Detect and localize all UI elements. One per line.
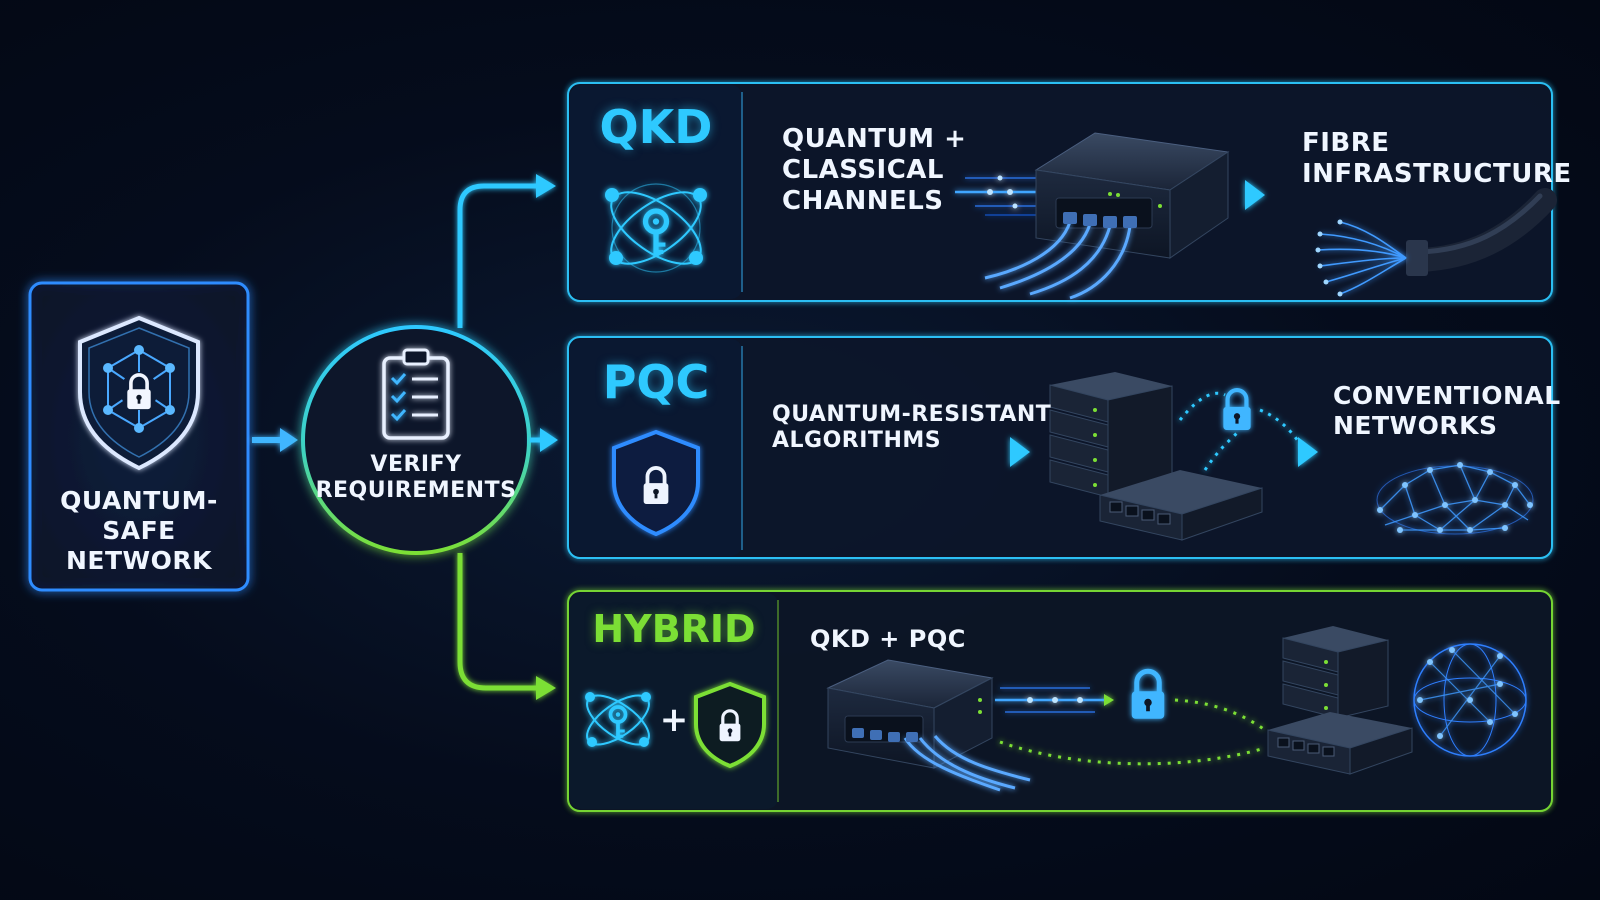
- server-stack-icon: [1267, 626, 1413, 775]
- pqc-panel: [567, 336, 1553, 559]
- arrow-to-servers: [1010, 437, 1030, 467]
- qkd-target-line-1: FIBRE: [1302, 128, 1390, 158]
- shield-lock-icon: [694, 681, 766, 769]
- network-device-icon: [984, 132, 1230, 300]
- server-stack-icon: [1049, 372, 1263, 541]
- shield-lock-icon: [612, 429, 700, 537]
- arrow-to-hybrid: [457, 553, 556, 700]
- pqc-channel-line-1: QUANTUM-RESISTANT: [772, 402, 1052, 427]
- data-stream-lines: [955, 175, 1040, 216]
- qkd-channel-line-1: QUANTUM +: [782, 124, 967, 154]
- qkd-title: QKD: [599, 100, 713, 154]
- arrow-to-qkd: [457, 174, 556, 328]
- network-device-icon: [826, 659, 1031, 792]
- start-label-line-2: NETWORK: [65, 546, 212, 575]
- mesh-network-icon: [1376, 462, 1534, 535]
- qkd-target-line-2: INFRASTRUCTURE: [1302, 159, 1572, 190]
- start-label-line-1: QUANTUM-SAFE: [60, 486, 218, 545]
- qkd-target-label: FIBRE INFRASTRUCTURE: [1302, 128, 1572, 190]
- globe-network-icon: [1413, 643, 1527, 757]
- shield-network-icon: [78, 315, 200, 471]
- arrow-to-verify: [252, 428, 298, 452]
- quantum-safe-network-node: [28, 281, 250, 592]
- clipboard-checklist-icon: [382, 348, 450, 440]
- verify-label-line-1: VERIFY: [370, 452, 462, 477]
- arrow-to-fibre: [1245, 180, 1265, 210]
- arrow-to-pqc: [530, 428, 558, 452]
- start-node-label: QUANTUM-SAFE NETWORK: [30, 486, 248, 576]
- lock-icon: [1178, 390, 1307, 471]
- pqc-target-line-1: CONVENTIONAL: [1333, 381, 1561, 410]
- qkd-channel-label: QUANTUM + CLASSICAL CHANNELS: [782, 124, 966, 218]
- verify-node-label: VERIFY REQUIREMENTS: [305, 452, 527, 505]
- arrow-to-conventional: [1298, 437, 1318, 467]
- hybrid-channel-label: QKD + PQC: [810, 625, 966, 653]
- qkd-channel-line-2: CLASSICAL: [782, 155, 944, 186]
- pqc-target-label: CONVENTIONAL NETWORKS: [1333, 381, 1561, 441]
- hybrid-title: HYBRID: [592, 607, 756, 651]
- qkd-panel: [567, 82, 1557, 302]
- pqc-channel-line-2: ALGORITHMS: [772, 428, 942, 454]
- qkd-channel-line-3: CHANNELS: [782, 186, 944, 217]
- data-stream-lines: [995, 687, 1266, 766]
- pqc-title: PQC: [602, 355, 710, 409]
- hybrid-panel: [567, 590, 1553, 812]
- atom-key-icon: [585, 692, 651, 747]
- atom-key-icon: [605, 183, 707, 273]
- verify-requirements-node: [301, 325, 531, 555]
- pqc-target-line-2: NETWORKS: [1333, 411, 1498, 440]
- hybrid-plus-sign: +: [659, 700, 689, 740]
- verify-label-line-2: REQUIREMENTS: [315, 478, 517, 504]
- pqc-channel-label: QUANTUM-RESISTANT ALGORITHMS: [772, 402, 1051, 455]
- fibre-cable-icon: [1315, 188, 1557, 297]
